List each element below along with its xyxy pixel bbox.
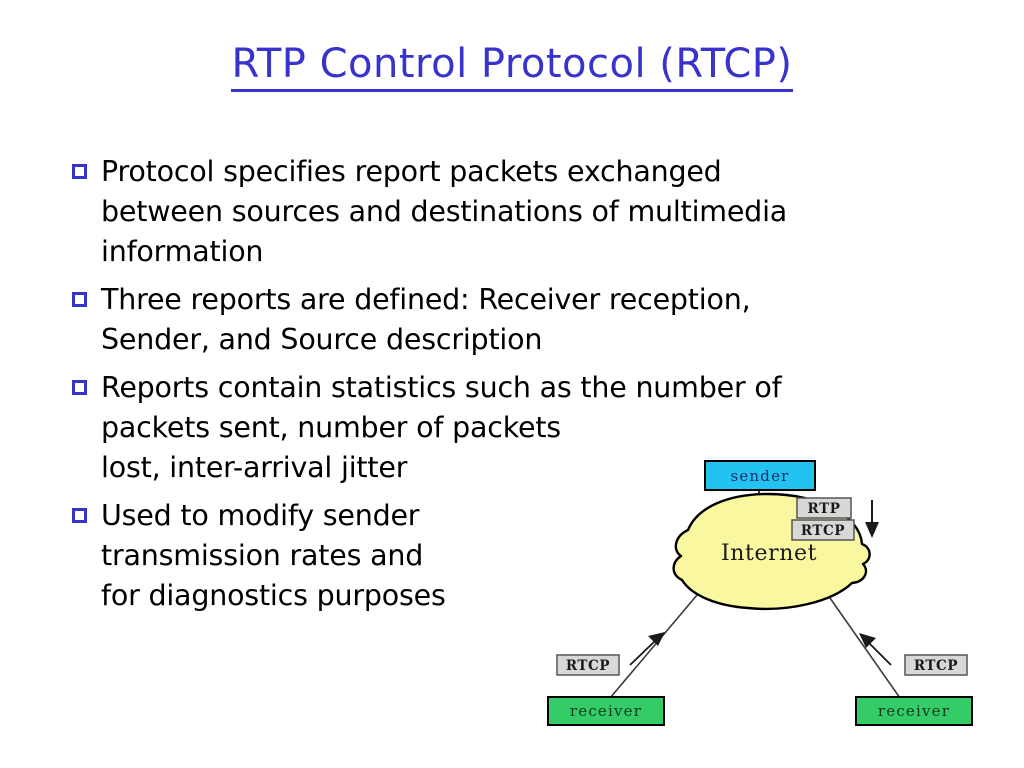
rtcp-tag-box-right	[904, 654, 968, 676]
receiver-right-node-box[interactable]	[855, 696, 973, 726]
arrow-down-icon	[865, 500, 879, 538]
page-title: RTP Control Protocol (RTCP)	[0, 42, 1024, 92]
hollow-square-bullet-icon	[72, 164, 87, 179]
list-item-text: Used to modify sender transmission rates…	[101, 499, 446, 612]
list-item: Three reports are defined: Receiver rece…	[72, 280, 902, 360]
internet-cloud-label: Internet	[721, 541, 817, 566]
list-item-text: Reports contain statistics such as the n…	[101, 371, 782, 484]
list-item: Used to modify sender transmission rates…	[72, 496, 902, 616]
list-item-text: Three reports are defined: Receiver rece…	[101, 283, 751, 356]
bullet-list: Protocol specifies report packets exchan…	[72, 152, 902, 624]
receiver-right-node-label: receiver	[878, 702, 950, 720]
connector-internet-to-right-receiver	[822, 587, 901, 699]
arrow-right-receiver-to-internet-icon	[859, 633, 892, 666]
hollow-square-bullet-icon	[72, 292, 87, 307]
list-item: Protocol specifies report packets exchan…	[72, 152, 902, 272]
list-item: Reports contain statistics such as the n…	[72, 368, 902, 488]
rtcp-tag-label-right: RTCP	[914, 658, 958, 674]
hollow-square-bullet-icon	[72, 380, 87, 395]
list-item-text: Protocol specifies report packets exchan…	[101, 155, 788, 268]
rtp-rtcp-network-diagram: Internet sender RTP RTCP RTCP RTCP	[520, 450, 1024, 750]
sender-node-box[interactable]	[704, 460, 816, 491]
sender-node-label: sender	[730, 467, 789, 485]
hollow-square-bullet-icon	[72, 508, 87, 523]
rtcp-tag-label-left: RTCP	[566, 658, 610, 674]
page-title-text: RTP Control Protocol (RTCP)	[231, 42, 793, 92]
arrow-left-receiver-to-internet-icon	[629, 632, 665, 666]
rtp-tag-box	[796, 497, 852, 519]
receiver-left-node-label: receiver	[570, 702, 642, 720]
rtcp-tag-label-down: RTCP	[801, 523, 845, 539]
rtcp-tag-box-left	[556, 654, 620, 676]
rtp-tag-label: RTP	[808, 501, 841, 517]
rtcp-tag-box-down	[791, 519, 855, 541]
receiver-left-node-box[interactable]	[547, 696, 665, 726]
